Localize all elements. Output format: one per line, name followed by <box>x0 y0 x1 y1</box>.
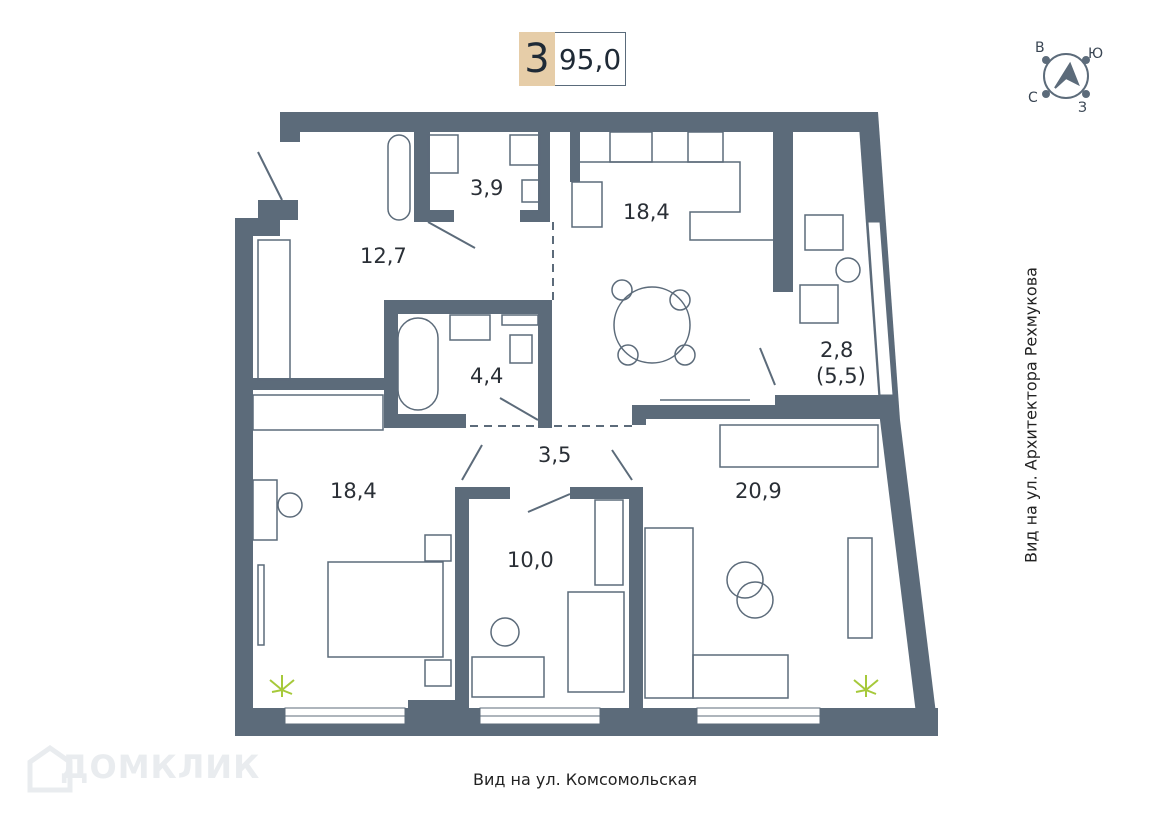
area-bath-1: 3,9 <box>470 176 504 200</box>
area-balcony-extra: (5,5) <box>816 364 866 388</box>
walls <box>235 112 938 736</box>
area-wardrobe-hall: 12,7 <box>360 244 407 268</box>
view-caption-right: Вид на ул. Архитектора Рехмукова <box>1021 267 1041 563</box>
watermark: ДОМКЛИК <box>60 748 261 786</box>
windows <box>284 221 894 725</box>
area-living: 20,9 <box>735 479 782 503</box>
area-balcony: 2,8 <box>820 338 854 362</box>
view-caption-bottom: Вид на ул. Комсомольская <box>473 770 697 789</box>
watermark-logo-icon <box>27 744 73 793</box>
total-area: 95,0 <box>555 32 626 86</box>
compass-letter-z: З <box>1078 100 1087 116</box>
plant-icon <box>269 675 879 697</box>
area-hall: 3,5 <box>538 443 572 467</box>
area-kitchen: 18,4 <box>623 200 670 224</box>
compass-letter-v: В <box>1035 40 1045 56</box>
area-bath-2: 4,4 <box>470 364 504 388</box>
compass-letter-s: С <box>1028 90 1038 106</box>
compass-letter-yu: Ю <box>1088 46 1104 62</box>
doors <box>257 151 776 513</box>
room-count: 3 <box>519 32 555 86</box>
compass-icon <box>1042 53 1090 99</box>
area-bedroom-1: 18,4 <box>330 479 377 503</box>
apartment-badge: 3 95,0 <box>519 32 626 86</box>
area-bedroom-2: 10,0 <box>507 548 554 572</box>
furniture <box>252 131 879 699</box>
